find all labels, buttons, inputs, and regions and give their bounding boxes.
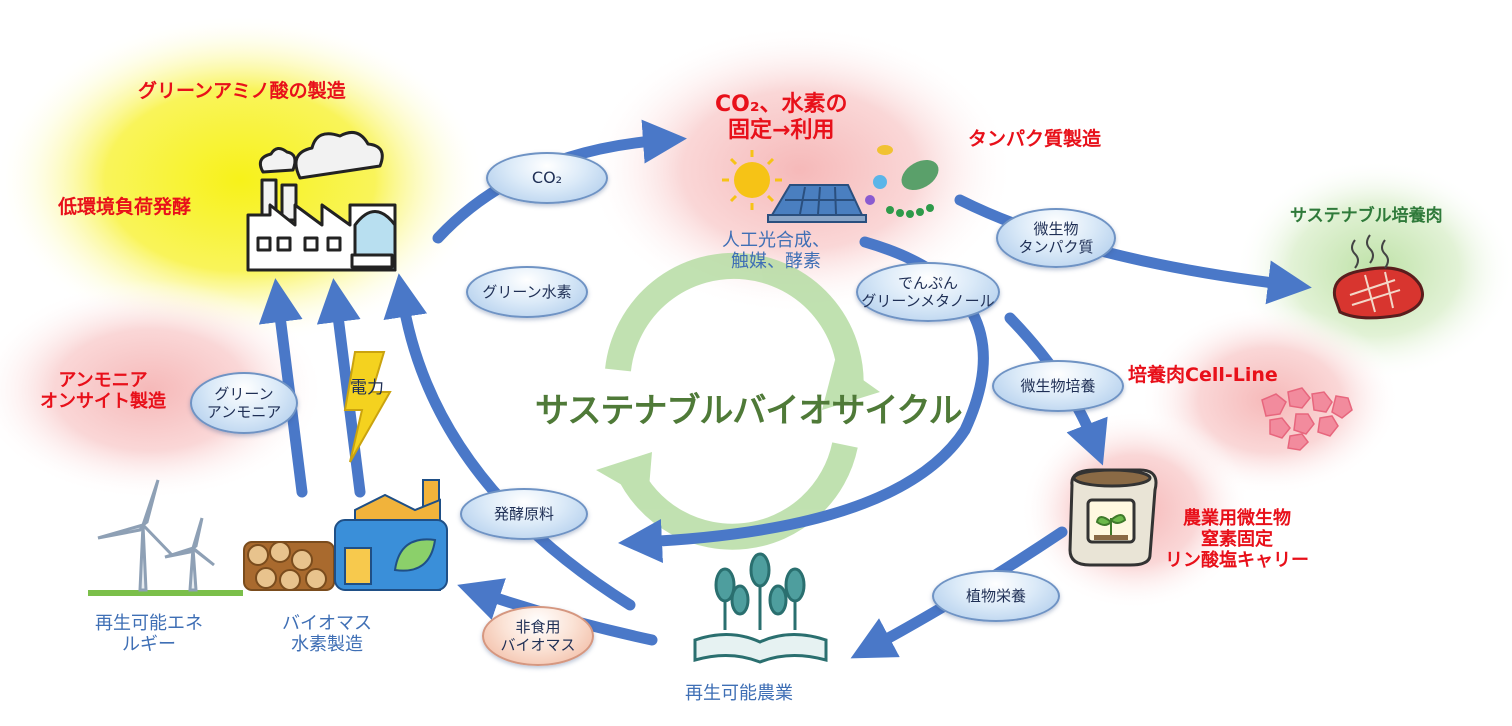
arrow-agri-to-factory — [383, 273, 636, 611]
sun-icon — [722, 150, 782, 210]
lightning-icon — [343, 351, 392, 463]
biomass-plant-icon — [334, 479, 448, 591]
label-green-amino: グリーンアミノ酸の製造 — [138, 80, 346, 102]
factory-icon — [246, 130, 397, 272]
oval-green-ammonia: グリーンアンモニア — [190, 372, 298, 434]
label-electricity: 電力 — [350, 378, 384, 398]
cycle-title: サステナブルバイオサイクル — [535, 391, 963, 431]
oval-microbe-culture: 微生物培養 — [992, 360, 1124, 412]
oval-fermentation-material: 発酵原料 — [460, 488, 588, 540]
glow-fixation — [585, 25, 1015, 315]
oval-co2: CO₂ — [486, 152, 608, 204]
label-renewable-energy: 再生可能エネルギー — [95, 613, 203, 656]
solar-panel-icon — [767, 184, 867, 223]
wheat-book-icon — [693, 552, 828, 664]
label-cultured-meat: サステナブル培養肉 — [1290, 206, 1443, 226]
oval-microbe-protein: 微生物タンパク質 — [996, 208, 1116, 268]
wood-logs-icon — [243, 541, 335, 591]
wind-turbine-icon — [88, 479, 243, 596]
soil-bag-icon — [1068, 468, 1158, 567]
steak-icon — [1332, 234, 1424, 320]
label-regenerative-agriculture: 再生可能農業 — [685, 683, 793, 704]
label-artificial-photosynthesis: 人工光合成、触媒、酵素 — [722, 230, 830, 273]
label-fixation: CO₂、水素の固定→利用 — [715, 92, 848, 143]
oval-plant-nutrition: 植物栄養 — [932, 570, 1060, 622]
microbes-icon — [865, 145, 939, 218]
label-protein-manufacturing: タンパク質製造 — [968, 128, 1102, 150]
oval-green-hydrogen: グリーン水素 — [466, 266, 588, 318]
label-low-env-fermentation: 低環境負荷発酵 — [58, 196, 192, 218]
label-cell-line: 培養肉Cell-Line — [1128, 364, 1278, 386]
label-ammonia-onsite: アンモニアオンサイト製造 — [40, 370, 166, 413]
oval-starch-methanol: でんぷんグリーンメタノール — [856, 262, 1000, 322]
label-agri-microbes: 農業用微生物窒素固定リン酸塩キャリー — [1165, 508, 1309, 572]
glow-ammonia — [0, 280, 325, 500]
cell-culture-icon — [1261, 387, 1353, 451]
oval-nonfood-biomass: 非食用バイオマス — [482, 606, 594, 666]
label-biomass-hydrogen: バイオマス水素製造 — [282, 613, 372, 656]
